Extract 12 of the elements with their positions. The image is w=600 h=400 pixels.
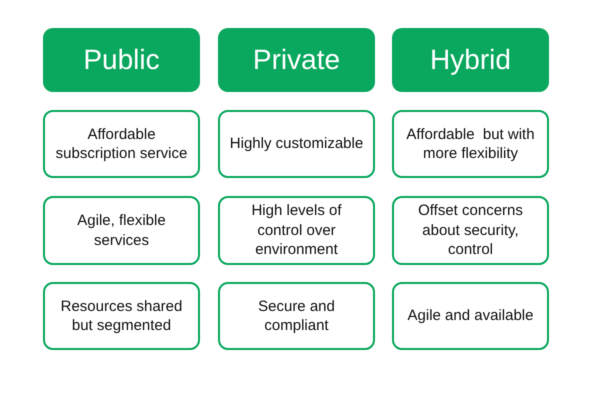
feature-card: Offset concerns about security, control bbox=[392, 196, 549, 265]
feature-card: High levels of control over environment bbox=[218, 196, 375, 265]
column-header: Public bbox=[43, 28, 200, 92]
feature-card: Highly customizable bbox=[218, 110, 375, 178]
feature-card: Agile, flexible services bbox=[43, 196, 200, 265]
feature-card: Affordable subscription service bbox=[43, 110, 200, 178]
feature-card: Secure and compliant bbox=[218, 282, 375, 350]
feature-card: Affordable but with more flexibility bbox=[392, 110, 549, 178]
column-header: Private bbox=[218, 28, 375, 92]
feature-card: Agile and available bbox=[392, 282, 549, 350]
column-header: Hybrid bbox=[392, 28, 549, 92]
feature-card: Resources shared but segmented bbox=[43, 282, 200, 350]
